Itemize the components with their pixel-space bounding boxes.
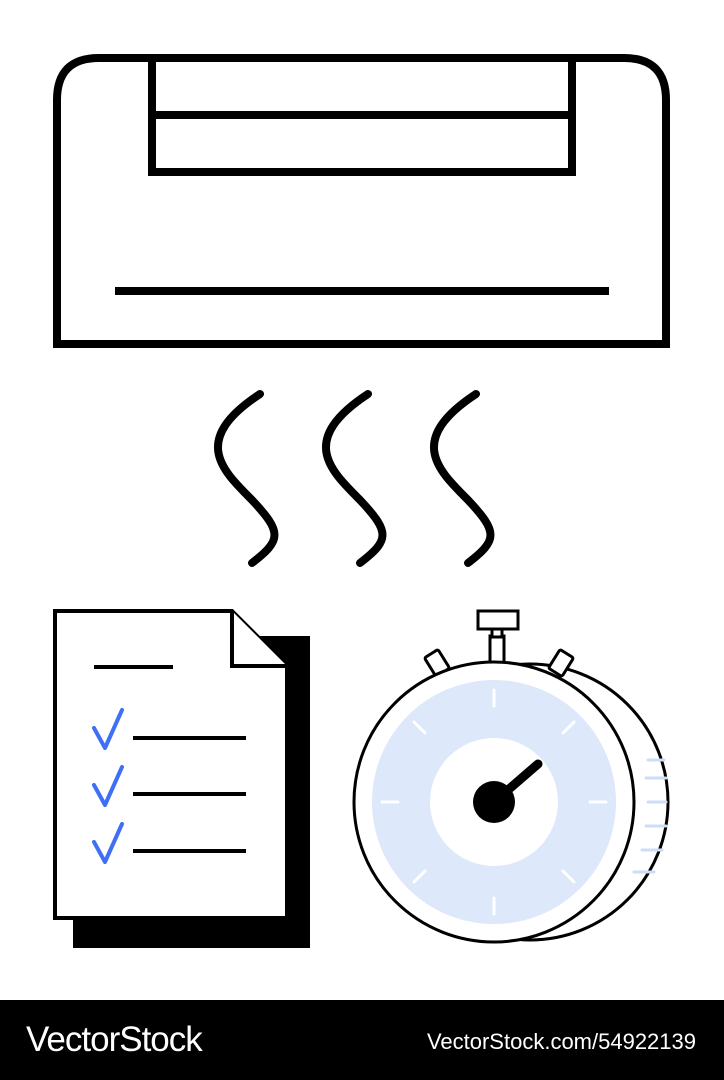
stopwatch-hub: [473, 781, 515, 823]
airflow-wave-left: [214, 390, 279, 567]
air-conditioner-body: [53, 54, 670, 348]
watermark-image-id: VectorStock.com/54922139: [426, 1029, 696, 1054]
air-conditioner-icon: [53, 54, 670, 348]
illustration: [53, 54, 670, 948]
checklist-document-icon: [53, 609, 310, 948]
airflow-wave-right: [430, 390, 495, 567]
watermark-brand: VectorStock: [26, 1020, 203, 1059]
airflow-wave-middle: [322, 390, 387, 567]
stopwatch-icon: [352, 609, 670, 944]
watermark-bar: VectorStock VectorStock.com/54922139: [0, 1000, 724, 1080]
check-mark-icon: [92, 822, 124, 864]
check-mark-icon: [92, 765, 124, 807]
airflow-waves-icon: [214, 390, 495, 567]
stopwatch-crown: [476, 609, 520, 666]
check-mark-icon: [92, 708, 124, 750]
document-folded-corner: [230, 611, 287, 668]
stopwatch-tick-marks: [380, 688, 608, 916]
